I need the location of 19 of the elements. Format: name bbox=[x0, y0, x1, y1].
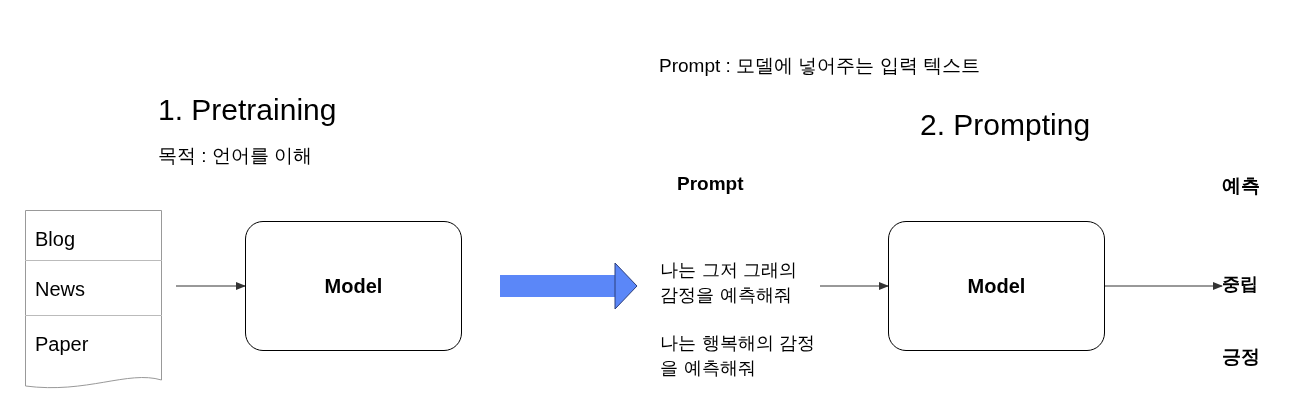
note-text: Prompt : 모델에 넣어주는 입력 텍스트 bbox=[659, 54, 980, 78]
source-label: News bbox=[35, 278, 85, 301]
prompt-text: 나는 그저 그래의 감정을 예측해줘 bbox=[660, 257, 820, 307]
arrow bbox=[819, 282, 889, 290]
output-label: 중립 bbox=[1222, 271, 1272, 296]
column-heading: 예측 bbox=[1222, 174, 1260, 198]
model-box: Model bbox=[888, 221, 1105, 351]
section-heading: 1. Pretraining bbox=[158, 93, 337, 127]
prompt-text: 나는 행복해의 감정을 예측해줘 bbox=[660, 330, 820, 380]
output-label: 긍정 bbox=[1222, 345, 1260, 369]
model-box: Model bbox=[245, 221, 462, 351]
source-label: Blog bbox=[35, 228, 76, 251]
goal-text: 목적 : 언어를 이해 bbox=[158, 144, 313, 168]
section-heading: 2. Prompting bbox=[920, 108, 1091, 142]
block-arrow bbox=[500, 262, 638, 310]
column-heading: Prompt bbox=[677, 173, 744, 195]
arrow bbox=[175, 282, 246, 290]
arrow bbox=[1104, 282, 1223, 290]
source-label: Paper bbox=[35, 333, 89, 356]
